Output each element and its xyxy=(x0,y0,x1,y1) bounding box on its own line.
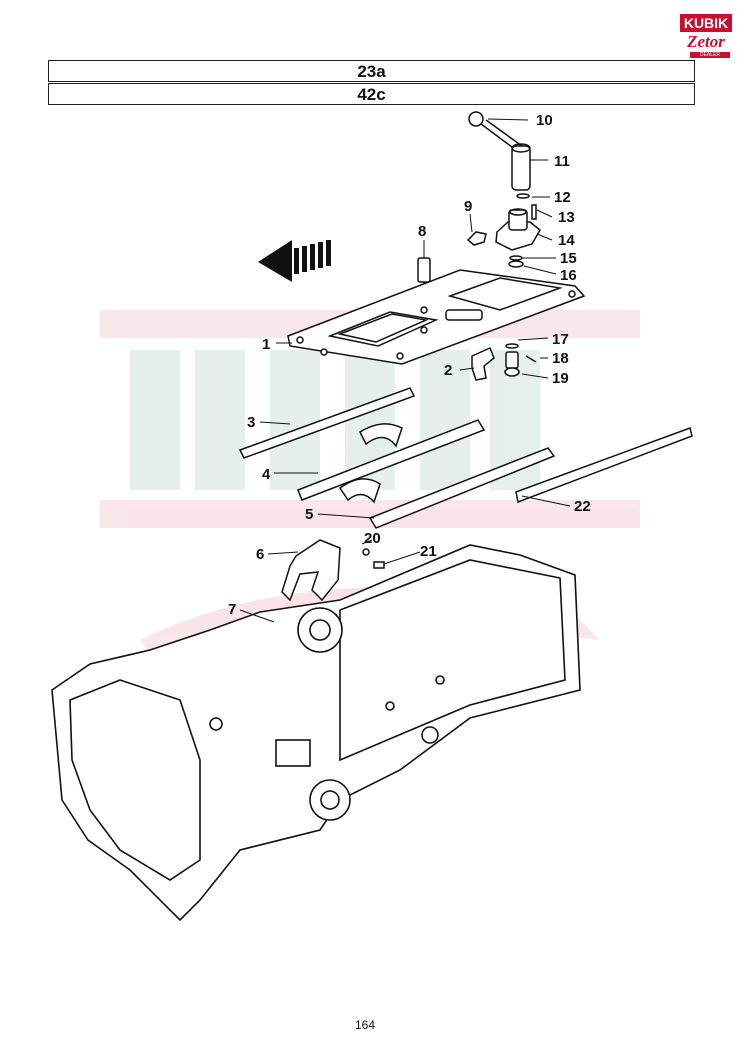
callout-7: 7 xyxy=(228,601,236,618)
callout-20: 20 xyxy=(364,530,381,547)
callout-17: 17 xyxy=(552,331,569,348)
callout-12: 12 xyxy=(554,189,571,206)
logo-make: Zetor xyxy=(687,32,725,51)
callout-1: 1 xyxy=(262,336,270,353)
gearbox-housing xyxy=(51,544,581,922)
group-number: 23a xyxy=(48,60,695,82)
callout-18: 18 xyxy=(552,350,569,367)
callout-19: 19 xyxy=(552,370,569,387)
callout-numbers: 10 11 12 13 14 15 16 8 9 1 2 17 18 19 3 … xyxy=(228,112,591,618)
callout-11: 11 xyxy=(554,153,570,170)
selector-fork xyxy=(281,539,385,602)
selector-rods xyxy=(238,387,693,529)
direction-arrow xyxy=(258,240,331,282)
callout-6: 6 xyxy=(256,546,264,563)
leader-lines xyxy=(239,118,571,623)
callout-21: 21 xyxy=(420,543,437,560)
callout-3: 3 xyxy=(247,414,255,431)
callout-4: 4 xyxy=(262,466,271,483)
callout-5: 5 xyxy=(305,506,313,523)
gear-lever xyxy=(466,111,541,268)
callout-15: 15 xyxy=(560,250,577,267)
page-number: 164 xyxy=(354,1018,376,1032)
logo-brand: KUBIK xyxy=(680,14,732,32)
callout-9: 9 xyxy=(464,198,472,215)
callout-8: 8 xyxy=(418,223,426,240)
callout-13: 13 xyxy=(558,209,575,226)
callout-2: 2 xyxy=(444,362,452,379)
callout-10: 10 xyxy=(536,112,553,129)
cover-plate xyxy=(287,269,586,365)
interlock-parts xyxy=(471,343,537,381)
callout-22: 22 xyxy=(574,498,591,515)
callout-14: 14 xyxy=(558,232,575,249)
kubik-zetor-logo: KUBIK Zetor DEALER xyxy=(680,14,732,60)
logo-subtitle: DEALER xyxy=(690,52,730,58)
sub-group-number: 42c xyxy=(48,83,695,105)
callout-16: 16 xyxy=(560,267,577,284)
